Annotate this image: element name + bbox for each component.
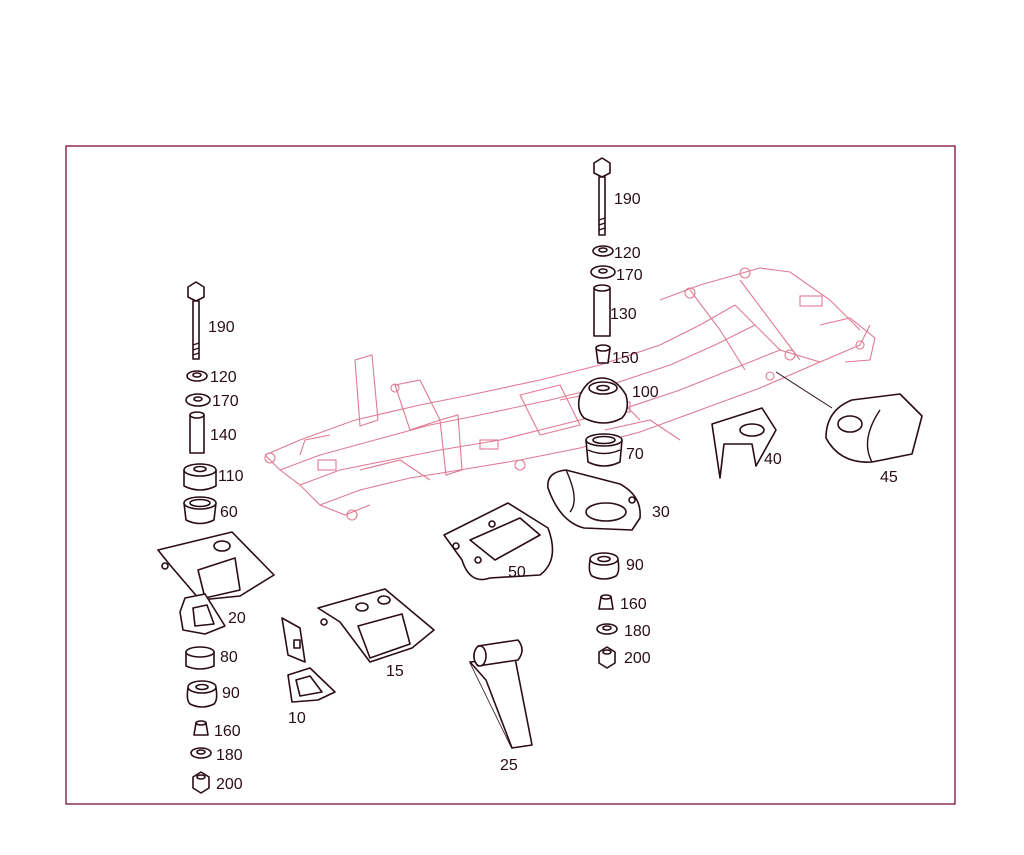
bracket-15: [317, 588, 435, 663]
label-90-right: 90: [626, 557, 644, 574]
bushing-80: [185, 646, 215, 670]
bracket-20: [157, 531, 275, 635]
label-40: 40: [764, 451, 782, 468]
label-10: 10: [288, 710, 306, 727]
mount-30: [547, 469, 641, 531]
label-20: 20: [228, 610, 246, 627]
washer-180-right: [596, 623, 618, 635]
sleeve-140: [189, 411, 205, 454]
label-50: 50: [508, 564, 526, 581]
bushing-110: [183, 463, 217, 491]
label-190-right: 190: [614, 191, 641, 208]
washer-180-left: [190, 747, 212, 759]
bushing-90-left: [186, 680, 218, 708]
label-45: 45: [880, 469, 898, 486]
label-70: 70: [626, 446, 644, 463]
label-60: 60: [220, 504, 238, 521]
label-110: 110: [218, 468, 244, 485]
label-130: 130: [610, 306, 637, 323]
label-200-right: 200: [624, 650, 651, 667]
label-200-left: 200: [216, 776, 243, 793]
label-180-left: 180: [216, 747, 243, 764]
washer-160-right: [598, 594, 614, 610]
label-30: 30: [652, 504, 670, 521]
mount-45: [775, 371, 923, 463]
bolt-190-right: [593, 157, 611, 236]
label-170-left: 170: [212, 393, 239, 410]
mount-25: [469, 639, 533, 749]
label-100: 100: [632, 384, 659, 401]
label-160-left: 160: [214, 723, 241, 740]
label-80: 80: [220, 649, 238, 666]
label-120-left: 120: [210, 369, 237, 386]
washer-170-left: [185, 393, 211, 407]
label-140: 140: [210, 427, 237, 444]
label-160-right: 160: [620, 596, 647, 613]
part-labels: 190 120 170 140 110 60 20 80 90 160 180 …: [208, 191, 898, 793]
bracket-40: [711, 407, 777, 479]
bolt-190-left: [187, 281, 205, 360]
bushing-90-right: [588, 552, 620, 580]
chassis-frame: [264, 267, 876, 521]
label-15: 15: [386, 663, 404, 680]
bracket-10: [281, 617, 336, 703]
label-190-left: 190: [208, 319, 235, 336]
bracket-50: [443, 502, 554, 581]
label-25: 25: [500, 757, 518, 774]
cup-70: [585, 433, 623, 467]
label-180-right: 180: [624, 623, 651, 640]
washer-160-left: [193, 720, 209, 736]
washer-120-right: [592, 245, 614, 257]
label-90-left: 90: [222, 685, 240, 702]
washer-170-right: [590, 265, 616, 279]
nut-200-right: [598, 646, 616, 669]
diagram-border: [65, 145, 956, 805]
label-120-right: 120: [614, 245, 641, 262]
nut-200-left: [192, 771, 210, 794]
bushing-150: [595, 344, 611, 364]
label-150: 150: [612, 350, 639, 367]
washer-120-left: [186, 370, 208, 382]
bushing-100: [577, 377, 629, 424]
sleeve-130: [593, 284, 611, 337]
label-170-right: 170: [616, 267, 643, 284]
cup-60: [183, 496, 217, 525]
